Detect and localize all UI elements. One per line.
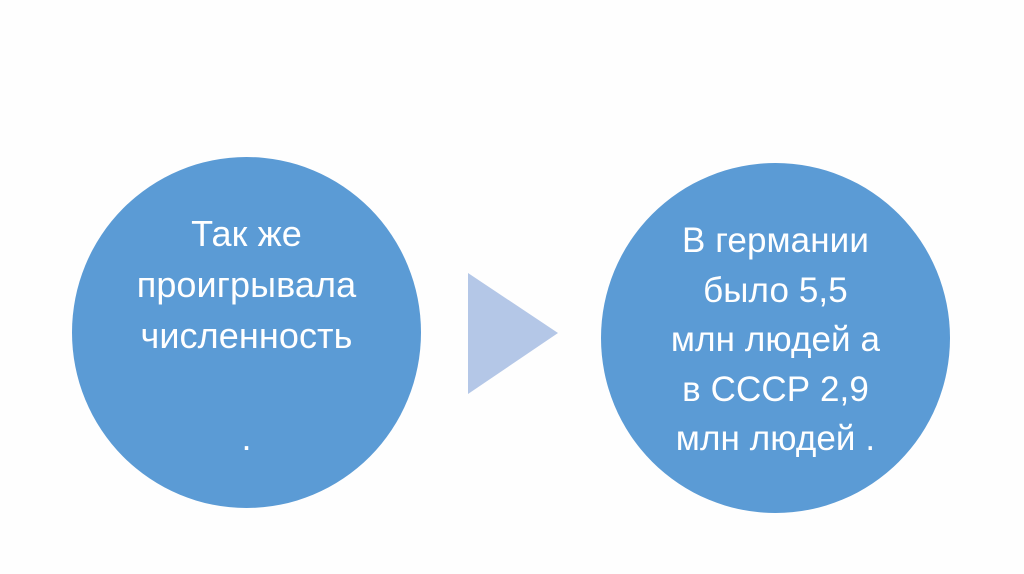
- left-circle-shape[interactable]: Так же проигрывала численность .: [72, 157, 421, 508]
- right-triangle-arrow-icon[interactable]: [466, 270, 560, 396]
- left-circle-text: Так же проигрывала численность .: [136, 213, 357, 458]
- right-circle-text: В германии было 5,5 млн людей а в СССР 2…: [670, 221, 881, 459]
- right-circle-shape[interactable]: В германии было 5,5 млн людей а в СССР 2…: [601, 163, 950, 513]
